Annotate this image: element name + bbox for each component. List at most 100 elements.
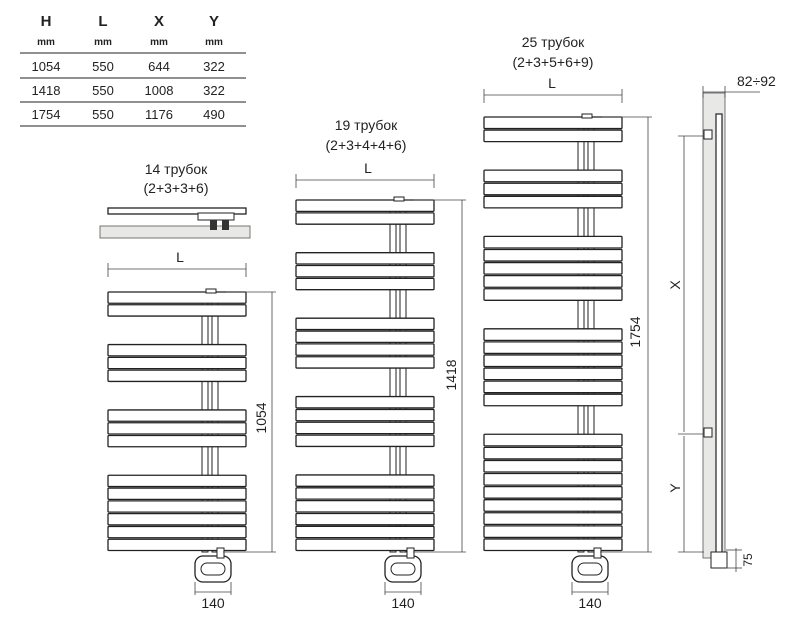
tube	[483, 525, 623, 539]
valve-plan	[222, 220, 229, 230]
unit-x: mm	[150, 37, 168, 48]
height-label: 1418	[443, 359, 459, 390]
tube	[483, 235, 623, 249]
width-label: L	[176, 249, 184, 265]
tube	[483, 261, 623, 275]
tube	[107, 304, 247, 317]
tube	[107, 343, 247, 357]
wall-bracket	[703, 427, 713, 438]
base-label: 140	[578, 595, 602, 611]
table-cell: 1176	[145, 107, 173, 122]
radiator-front-view	[107, 263, 276, 595]
tube	[483, 328, 623, 342]
tube	[483, 499, 623, 512]
tube	[295, 474, 435, 487]
tube	[295, 330, 435, 344]
tube	[295, 512, 435, 526]
tube	[483, 341, 623, 355]
table-cell: 490	[203, 107, 225, 122]
y-label: Y	[667, 483, 683, 493]
tube	[295, 277, 435, 291]
tube	[295, 343, 435, 356]
bottom-label: 75	[741, 553, 755, 567]
radiator-front-view	[483, 89, 652, 595]
tube	[295, 487, 435, 500]
groups-label: (2+3+5+6+9)	[513, 54, 594, 70]
tube	[295, 525, 435, 539]
tube	[483, 380, 623, 394]
tube	[107, 474, 247, 488]
tube	[483, 169, 623, 183]
valve	[406, 547, 415, 559]
table-cell: 1418	[32, 83, 61, 98]
x-label: X	[667, 280, 683, 290]
depth-label: 82÷92	[737, 73, 776, 89]
table-cell: 1008	[145, 83, 174, 98]
table-cell: 550	[92, 59, 114, 74]
side-view: 82÷92 X Y 75	[667, 73, 776, 572]
tubes-label: 14 трубок	[145, 161, 208, 177]
tube	[107, 434, 247, 448]
valve	[593, 547, 602, 559]
tubes-label: 25 трубок	[522, 34, 585, 50]
tube	[295, 395, 435, 409]
tube	[295, 199, 435, 212]
table-row: 1418 550 1008 322	[32, 83, 225, 98]
tube	[107, 525, 247, 539]
top-cap	[581, 113, 593, 119]
valve-side	[710, 551, 728, 569]
top-cap	[205, 288, 217, 294]
tube	[295, 212, 435, 225]
tube	[107, 487, 247, 501]
tube	[107, 538, 247, 552]
tube	[295, 434, 435, 448]
tube	[107, 291, 247, 304]
col-header-l: L	[98, 13, 107, 30]
width-label: L	[364, 160, 372, 176]
height-label: 1754	[627, 316, 643, 347]
col-header-y: Y	[209, 13, 219, 30]
valve-plan	[210, 220, 217, 230]
table-cell: 644	[148, 59, 170, 74]
col-header-h: H	[41, 13, 52, 30]
bracket-plan	[197, 212, 235, 221]
tube	[107, 422, 247, 435]
tube	[483, 459, 623, 473]
base-label: 140	[201, 595, 225, 611]
connection-port	[577, 562, 603, 576]
tube	[483, 485, 623, 499]
tube	[483, 367, 623, 381]
tube	[107, 409, 247, 422]
tube	[295, 421, 435, 435]
table-cell: 1054	[32, 59, 61, 74]
height-label: 1054	[253, 402, 269, 433]
top-cap	[393, 196, 405, 202]
unit-h: mm	[37, 37, 55, 48]
tube	[483, 274, 623, 288]
tube	[295, 264, 435, 278]
tubes-label: 19 трубок	[335, 117, 398, 133]
tube	[483, 129, 623, 143]
spec-table: H L X Y mm mm mm mm 1054 550 644 322 141…	[20, 13, 246, 127]
col-header-x: X	[154, 13, 164, 30]
tube	[295, 252, 435, 265]
unit-l: mm	[94, 37, 112, 48]
radiator-profile	[715, 113, 723, 555]
groups-label: (2+3+4+4+6)	[326, 137, 407, 153]
top-view	[99, 207, 251, 239]
table-row: 1054 550 644 322	[32, 59, 225, 74]
tube	[107, 356, 247, 370]
tube	[483, 393, 623, 407]
connection-port	[200, 562, 226, 576]
wall-bracket	[703, 129, 713, 140]
tube	[483, 472, 623, 486]
tube	[483, 433, 623, 447]
tube	[295, 408, 435, 422]
unit-y: mm	[205, 37, 223, 48]
width-label: L	[548, 75, 556, 91]
table-cell: 1754	[32, 107, 61, 122]
tube	[483, 116, 623, 130]
base-label: 140	[391, 595, 415, 611]
tube	[483, 446, 623, 460]
